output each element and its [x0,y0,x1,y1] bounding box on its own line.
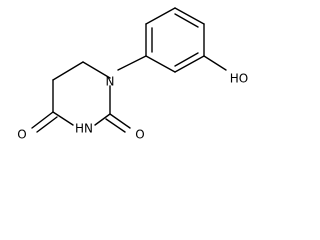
atom-o4: O [17,128,26,142]
bond-c4-o4-a [31,111,54,129]
bond-ph5-oh [203,55,227,71]
bond-ph-inner-2 [174,13,199,28]
bond-n3-c2 [94,113,111,126]
bond-ph3-ph4 [174,7,205,25]
bond-n1-phenyl [117,55,147,71]
bond-ph2-ph3 [145,7,176,25]
molecule-structure: N HN O O HO [17,7,248,142]
structure-canvas: N HN O O HO [17,7,248,142]
bond-c4-o4-b [36,116,58,133]
bond-n1-c6 [82,61,111,79]
atom-n1: N [106,75,115,89]
bond-c6-c5 [52,61,84,81]
bond-c4-n3 [52,111,74,126]
bond-c2-o2-a [109,113,131,129]
bond-ph6-ph1 [145,55,176,73]
atom-n3: HN [75,122,93,136]
bond-ph-inner-3 [174,52,199,67]
atom-oh: HO [230,72,248,86]
bond-ph5-ph6 [174,55,205,73]
atom-o2: O [135,128,144,142]
bond-c2-o2-b [105,118,126,133]
